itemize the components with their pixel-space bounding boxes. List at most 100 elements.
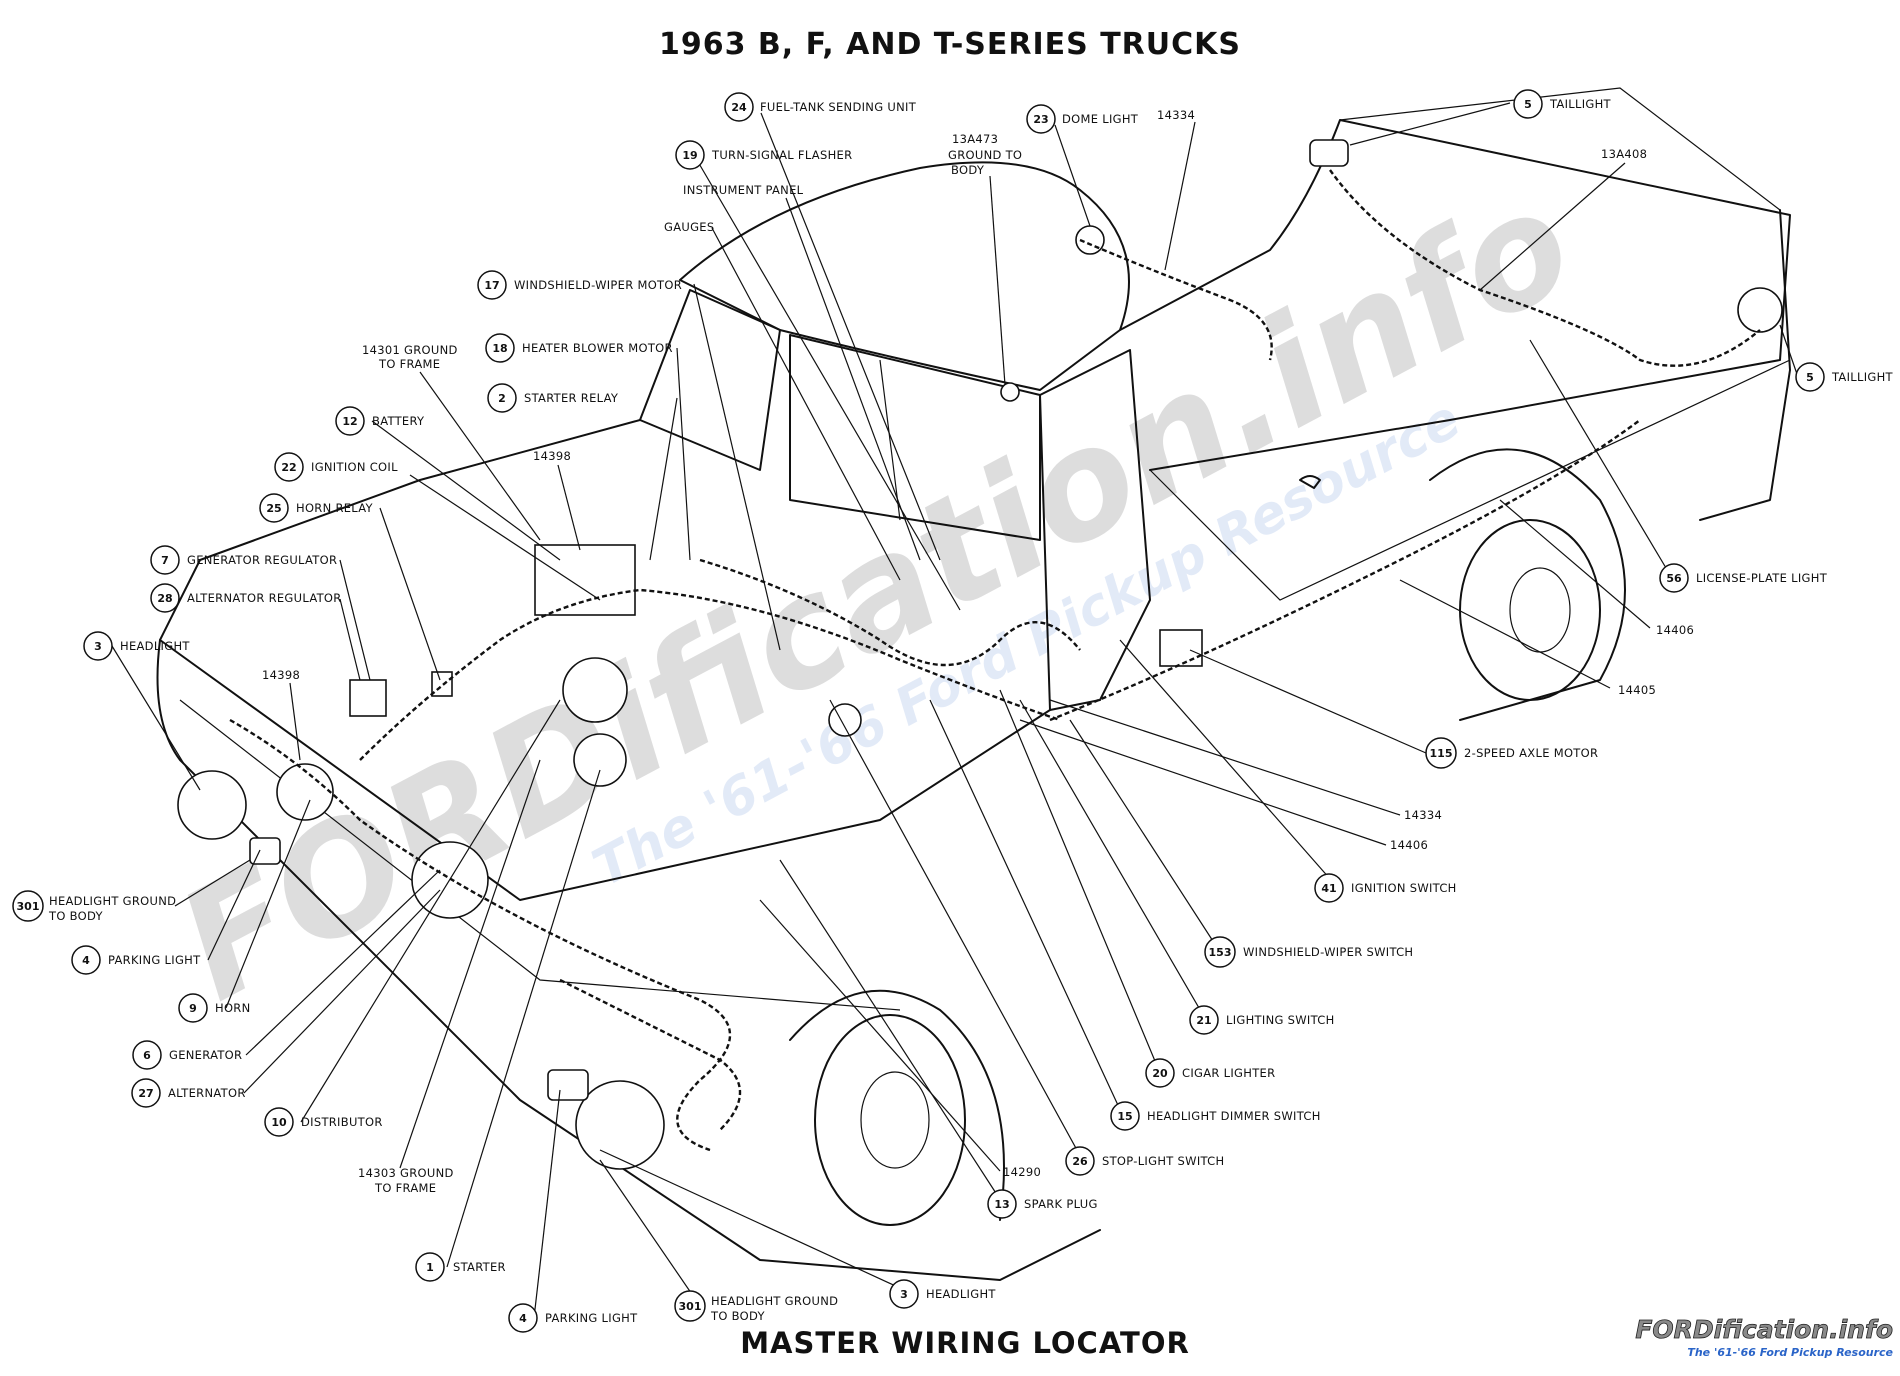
svg-text:HEADLIGHT: HEADLIGHT: [120, 639, 190, 653]
svg-text:153: 153: [1209, 946, 1232, 959]
svg-text:DOME LIGHT: DOME LIGHT: [1062, 112, 1139, 126]
label-13a473-line1: 13A473: [952, 132, 998, 146]
callout-windshield-wiper-motor: 17 WINDSHIELD-WIPER MOTOR: [477, 270, 682, 300]
svg-text:28: 28: [157, 592, 172, 605]
svg-text:2-SPEED AXLE MOTOR: 2-SPEED AXLE MOTOR: [1464, 746, 1598, 760]
callout-horn: 9 HORN: [178, 993, 251, 1023]
svg-text:ALTERNATOR REGULATOR: ALTERNATOR REGULATOR: [187, 591, 342, 605]
front-wheel-hub: [860, 1071, 930, 1169]
svg-text:HORN RELAY: HORN RELAY: [296, 501, 374, 515]
svg-text:23: 23: [1033, 113, 1048, 126]
svg-text:7: 7: [161, 554, 169, 567]
svg-text:6: 6: [143, 1049, 151, 1062]
label-14290: 14290: [1003, 1165, 1041, 1179]
svg-text:STOP-LIGHT SWITCH: STOP-LIGHT SWITCH: [1102, 1154, 1224, 1168]
regulator-body: [349, 679, 387, 717]
svg-text:27: 27: [138, 1087, 153, 1100]
label-14406-bottom: 14406: [1390, 838, 1428, 852]
svg-text:3: 3: [900, 1288, 908, 1301]
ground-13a473-body: [1000, 382, 1020, 402]
callout-turn-signal-flasher: 19 TURN-SIGNAL FLASHER: [675, 140, 852, 170]
svg-text:5: 5: [1806, 371, 1814, 384]
svg-text:41: 41: [1321, 882, 1336, 895]
svg-text:4: 4: [519, 1312, 527, 1325]
side-window: [789, 334, 1041, 541]
parking-light-right: [547, 1069, 589, 1101]
svg-text:25: 25: [266, 502, 281, 515]
svg-text:19: 19: [682, 149, 697, 162]
callout-horn-relay: 25 HORN RELAY: [259, 493, 374, 523]
harness-front: [559, 978, 742, 1131]
bed-rail: [1339, 87, 1781, 211]
callout-parking-light-right: 4 PARKING LIGHT: [508, 1303, 638, 1333]
callout-headlight-left: 3 HEADLIGHT: [83, 631, 190, 661]
harness-main: [229, 718, 732, 1152]
door-handle: [1299, 475, 1321, 489]
svg-text:TAILLIGHT: TAILLIGHT: [1549, 97, 1612, 111]
axle-motor-body: [1159, 629, 1203, 667]
svg-text:12: 12: [342, 415, 357, 428]
svg-text:WINDSHIELD-WIPER MOTOR: WINDSHIELD-WIPER MOTOR: [514, 278, 682, 292]
harness-frame: [1049, 419, 1641, 722]
watermark-overlay-main: FORDification.info: [153, 155, 1600, 1034]
svg-text:SPARK PLUG: SPARK PLUG: [1024, 1197, 1098, 1211]
svg-text:4: 4: [82, 954, 90, 967]
horn-relay-body: [431, 671, 453, 697]
front-fender-arch: [789, 989, 1005, 1221]
svg-text:24: 24: [731, 101, 747, 114]
svg-text:TURN-SIGNAL FLASHER: TURN-SIGNAL FLASHER: [711, 148, 852, 162]
label-14303-line1: 14303 GROUND: [358, 1166, 454, 1180]
svg-text:5: 5: [1524, 98, 1532, 111]
corner-watermark: FORDification.info The '61-'66 Ford Pick…: [1635, 1315, 1894, 1359]
svg-text:TO BODY: TO BODY: [48, 909, 103, 923]
callout-cigar-lighter: 20 CIGAR LIGHTER: [1145, 1058, 1275, 1088]
svg-text:21: 21: [1196, 1014, 1211, 1027]
battery-body: [534, 544, 636, 616]
svg-text:STARTER RELAY: STARTER RELAY: [524, 391, 619, 405]
svg-text:17: 17: [484, 279, 499, 292]
svg-text:9: 9: [189, 1002, 197, 1015]
headlight-right: [575, 1080, 665, 1170]
svg-text:PARKING LIGHT: PARKING LIGHT: [545, 1311, 638, 1325]
svg-text:15: 15: [1117, 1110, 1132, 1123]
vent-window: [879, 359, 901, 521]
callout-fuel-tank-sending-unit: 24 FUEL-TANK SENDING UNIT: [724, 92, 917, 122]
label-14301-line2: TO FRAME: [378, 357, 440, 371]
taillight-left-body: [1309, 139, 1349, 167]
label-gauges: GAUGES: [664, 220, 714, 234]
headlight-left: [177, 770, 247, 840]
label-14398-left: 14398: [262, 668, 300, 682]
svg-text:HORN: HORN: [215, 1001, 251, 1015]
harness-dome: [1079, 238, 1273, 361]
label-instrument-panel: INSTRUMENT PANEL: [683, 183, 804, 197]
svg-text:22: 22: [281, 461, 296, 474]
svg-text:CIGAR LIGHTER: CIGAR LIGHTER: [1182, 1066, 1275, 1080]
label-14398-top: 14398: [533, 449, 571, 463]
svg-text:HEADLIGHT DIMMER SWITCH: HEADLIGHT DIMMER SWITCH: [1147, 1109, 1321, 1123]
svg-text:18: 18: [492, 342, 507, 355]
taillight-right-body: [1737, 287, 1783, 333]
tailgate: [1699, 209, 1791, 521]
svg-text:56: 56: [1666, 572, 1682, 585]
label-14334-top: 14334: [1157, 108, 1195, 122]
corner-watermark-main: FORDification.info: [1635, 1315, 1893, 1344]
harness-engine: [359, 588, 1061, 761]
svg-text:GENERATOR: GENERATOR: [169, 1048, 242, 1062]
svg-text:20: 20: [1152, 1067, 1168, 1080]
svg-text:3: 3: [94, 640, 102, 653]
svg-text:FUEL-TANK SENDING UNIT: FUEL-TANK SENDING UNIT: [760, 100, 917, 114]
distributor-body: [562, 657, 628, 723]
callout-alternator-regulator: 28 ALTERNATOR REGULATOR: [150, 583, 342, 613]
callout-generator: 6 GENERATOR: [132, 1040, 242, 1070]
label-13a473-line2: GROUND TO: [948, 148, 1022, 162]
